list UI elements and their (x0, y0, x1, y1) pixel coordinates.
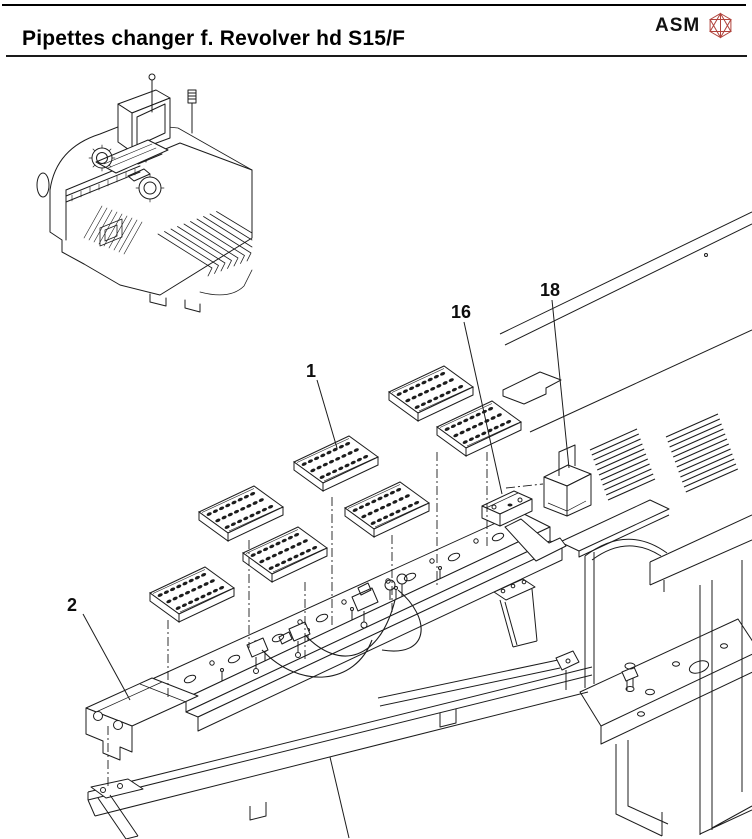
page-title: Pipettes changer f. Revolver hd S15/F (22, 27, 406, 50)
vent-slats-right (665, 413, 739, 493)
machine-overview-drawing (36, 73, 253, 313)
brand: ASM (655, 11, 734, 40)
callout-18-leader (551, 299, 570, 469)
rail-holes (183, 532, 505, 684)
pipette-tray (198, 485, 284, 542)
machine-frame-right-drawing (559, 499, 752, 837)
machine-body-panel-drawing (499, 211, 752, 501)
callouts: 1 2 16 18 (67, 280, 570, 839)
asm-cube-icon (709, 12, 733, 39)
pipette-tray (344, 481, 430, 538)
pipette-tray (149, 566, 235, 623)
brand-name: ASM (655, 14, 701, 36)
machine-frame-bottom-drawing (87, 578, 593, 839)
title-underline (6, 55, 747, 57)
assembly-centerlines (107, 452, 544, 786)
callout-16-leader (463, 321, 503, 495)
vent-slats-left (589, 428, 656, 501)
pipette-tray (436, 400, 522, 457)
callout-offpage-leader (329, 756, 350, 839)
top-rule (2, 4, 746, 6)
callout-2-label: 2 (67, 595, 77, 615)
pipette-tray (242, 526, 328, 583)
callout-1-leader (316, 379, 338, 449)
rail-pins (220, 566, 442, 681)
callout-18-label: 18 (540, 280, 560, 300)
pipette-tray (388, 365, 474, 422)
bin-18-drawing (543, 444, 592, 517)
holder-bracket-16-drawing (481, 490, 533, 527)
callout-16-label: 16 (451, 302, 471, 322)
callout-2-leader (82, 613, 131, 701)
callout-1-label: 1 (306, 361, 316, 381)
